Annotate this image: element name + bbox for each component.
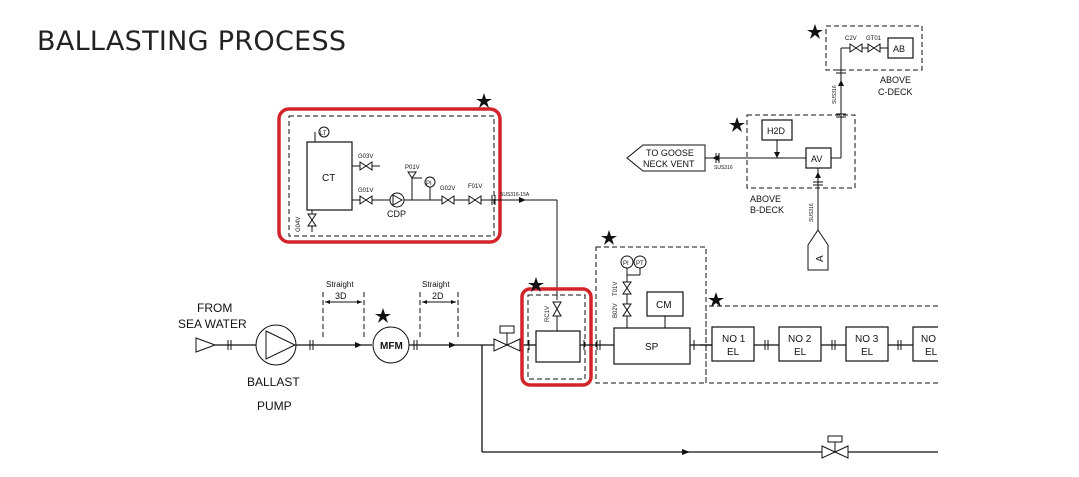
ct-section: CT LT G03V G01V G04V CDP P01V PI xyxy=(277,93,558,300)
page-title: BALLASTING PROCESS xyxy=(37,26,347,57)
sus316-15a-label: SUS316-15A xyxy=(500,192,530,198)
el1-label-top: NO 1 xyxy=(722,334,746,345)
control-valve xyxy=(493,338,509,352)
av-label: AV xyxy=(811,154,822,164)
star-icon xyxy=(708,292,724,307)
star-icon xyxy=(375,308,391,323)
from-label: FROM xyxy=(197,301,232,315)
g02v-label: G02V xyxy=(440,186,455,192)
connector-a xyxy=(807,229,829,271)
star-icon xyxy=(476,93,492,108)
el2-label-top: NO 2 xyxy=(788,334,812,345)
sp-tank xyxy=(613,327,691,365)
b02v-label: B02V xyxy=(613,303,619,318)
star-icon xyxy=(528,277,544,292)
goose-label-2: NECK VENT xyxy=(643,159,695,169)
goose-label-1: TO GOOSE xyxy=(646,148,694,158)
c-deck-section: AB C2V GT01 SUS316 ABOVE C-DECK xyxy=(807,24,923,118)
sus316-label-c: SUS316 xyxy=(832,85,838,104)
el3-label-top: NO 3 xyxy=(855,334,879,345)
straight-2d-label: Straight xyxy=(422,280,450,289)
rc1v-highlight xyxy=(520,287,593,387)
star-icon xyxy=(729,117,745,132)
bypass-valve xyxy=(821,445,837,459)
ct-label: CT xyxy=(322,173,335,184)
el4-label-top: NO xyxy=(921,334,936,345)
pi2-label: PI xyxy=(623,261,629,267)
el-unit-3 xyxy=(845,326,889,362)
b-deck-label: B-DECK xyxy=(750,205,784,215)
rc1v-section: RC1V xyxy=(520,277,614,387)
c-deck-label: C-DECK xyxy=(878,87,913,97)
sea-water-label: SEA WATER xyxy=(178,317,247,331)
el1-label-bottom: EL xyxy=(727,347,740,358)
sus316-label-b: SUS316 xyxy=(714,165,733,171)
mfm-label: MFM xyxy=(380,341,403,352)
pt-label: PT xyxy=(636,261,644,267)
lt-label: LT xyxy=(320,131,327,137)
g01v-label: G01V xyxy=(358,188,373,194)
3d-label: 3D xyxy=(335,291,347,301)
gt01-label: GT01 xyxy=(866,36,882,42)
above-b-label: ABOVE xyxy=(750,194,781,204)
star-icon xyxy=(601,230,617,245)
c2v-label: C2V xyxy=(845,36,857,42)
rc1v-label: RC1V xyxy=(545,306,551,322)
level-transmitter xyxy=(318,126,330,138)
ballast-label: BALLAST xyxy=(247,375,300,389)
rc1v-valve xyxy=(552,301,562,311)
p01v-label: P01V xyxy=(405,165,420,171)
pi1-label: PI xyxy=(426,181,432,187)
star-icon xyxy=(807,24,823,39)
el4-label-bottom: EL xyxy=(925,347,938,358)
straight-3d-label: Straight xyxy=(326,280,354,289)
sus316-label-a: SUS316 xyxy=(809,203,815,222)
ballast-pump xyxy=(255,324,297,366)
t01v-label: T01V xyxy=(613,282,619,296)
g04v-label: G04V xyxy=(296,217,302,232)
ct-tank xyxy=(306,141,353,211)
f01v-label: F01V xyxy=(468,184,482,190)
el-section: NO 1 EL NO 2 EL NO 3 EL NO EL xyxy=(700,292,938,384)
ab-label: AB xyxy=(893,44,905,54)
cdp-label: CDP xyxy=(387,209,406,219)
2d-label: 2D xyxy=(432,291,444,301)
sp-section: SP CM PI PT T01V B02V xyxy=(595,230,712,384)
h2d-label: H2D xyxy=(767,126,786,136)
g03v-label: G03V xyxy=(358,154,373,160)
el-unit-2 xyxy=(778,326,822,362)
sp-label: SP xyxy=(645,342,659,353)
ct-highlight xyxy=(277,107,502,244)
el2-label-bottom: EL xyxy=(794,347,807,358)
cm-box xyxy=(646,291,684,317)
b-deck-section: TO GOOSE NECK VENT SUS316 H2D AV ABOVE B… xyxy=(626,70,856,271)
above-c-label: ABOVE xyxy=(880,75,911,85)
pump-label: PUMP xyxy=(257,399,292,413)
a-label: A xyxy=(815,255,826,262)
el3-label-bottom: EL xyxy=(861,347,874,358)
el-unit-1 xyxy=(711,326,755,362)
el-unit-4 xyxy=(912,326,938,362)
rc1v-chamber xyxy=(535,330,581,363)
main-sea-water-line: FROM SEA WATER BALLAST PUMP Straight 3D … xyxy=(178,280,938,459)
cm-label: CM xyxy=(656,300,672,311)
sea-water-inlet xyxy=(195,337,217,353)
